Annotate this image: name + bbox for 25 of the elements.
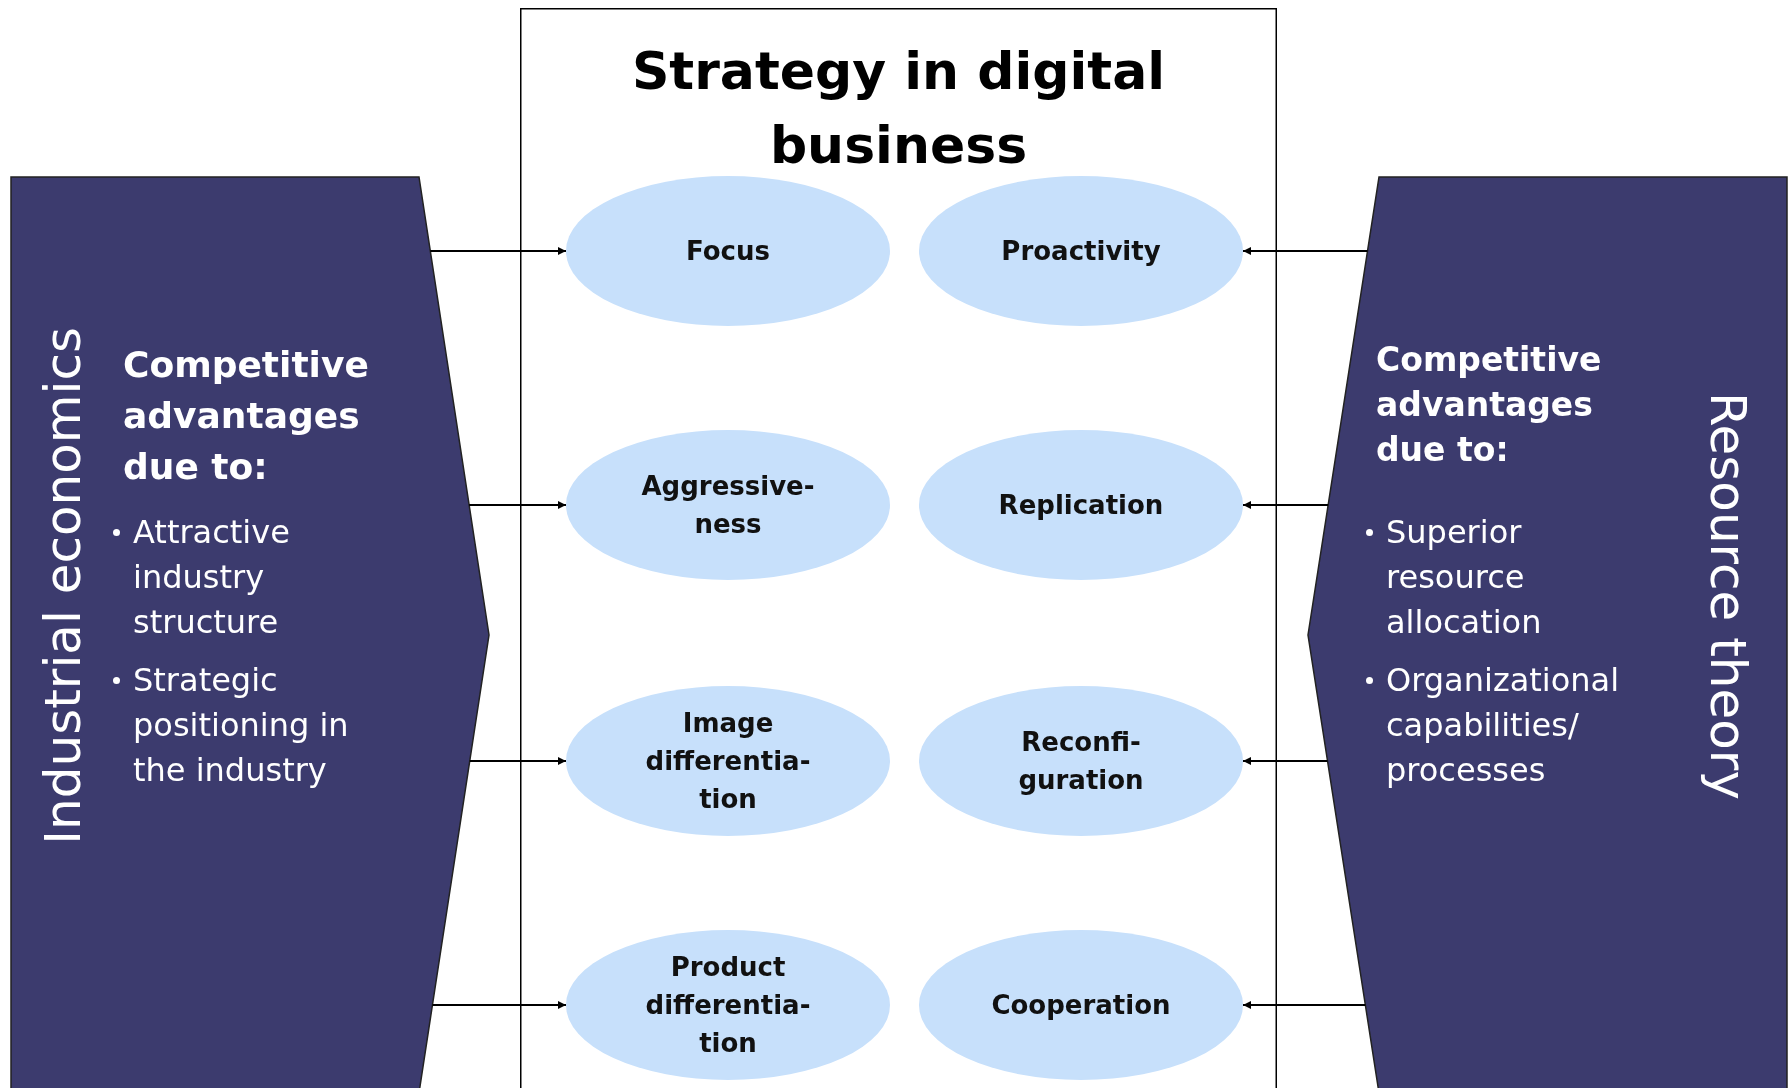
- ellipse-label: Aggressive- ness: [640, 470, 816, 541]
- ellipse-label: Focus: [685, 235, 771, 268]
- bullet-text: Strategic positioning in the industry: [133, 660, 350, 791]
- arrow: [429, 247, 567, 255]
- ellipse-label: Cooperation: [990, 989, 1172, 1022]
- arrow: [1242, 501, 1330, 509]
- ellipse-label: Proactivity: [1000, 235, 1162, 268]
- bullet-text: Organizational capabilities/ processes: [1386, 660, 1621, 791]
- vertical-heading: Resource theory: [1698, 392, 1758, 800]
- arrow: [468, 501, 567, 509]
- vertical-heading: Industrial economics: [33, 327, 93, 845]
- arrow: [468, 757, 567, 765]
- arrow: [1242, 757, 1329, 765]
- arrow: [1242, 247, 1369, 255]
- ellipse-label: Reconfi- guration: [1017, 726, 1145, 797]
- bullet-text: Attractive industry structure: [133, 512, 291, 643]
- ellipse-label: Product differentia- tion: [644, 951, 812, 1060]
- arrow: [431, 1001, 567, 1009]
- panel-heading: Competitive advantages due to:: [123, 343, 370, 489]
- bullet-text: Superior resource allocation: [1386, 512, 1543, 643]
- ellipse-label: Replication: [997, 489, 1165, 522]
- box-heading: Strategy in digital business: [630, 40, 1167, 177]
- arrow: [1242, 1001, 1367, 1009]
- ellipse-label: Image differentia- tion: [644, 707, 812, 816]
- panel-heading: Competitive advantages due to:: [1376, 339, 1603, 471]
